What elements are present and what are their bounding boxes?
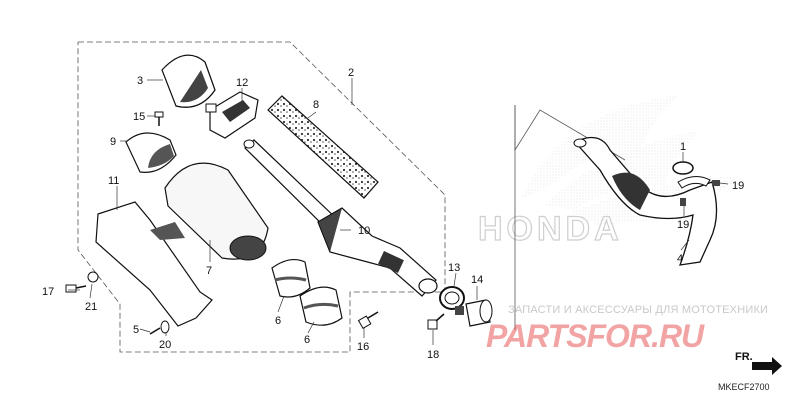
o-ring-part xyxy=(672,161,694,175)
gasket-part xyxy=(465,299,493,327)
callout-8: 8 xyxy=(313,99,319,111)
callout-4: 4 xyxy=(677,253,683,265)
assembly-group-outline xyxy=(77,41,446,353)
header-pipe-part xyxy=(573,136,718,266)
header-band-part xyxy=(677,176,711,189)
callout-11: 11 xyxy=(108,175,119,187)
cap-packing-part xyxy=(125,132,177,173)
callout-13: 13 xyxy=(448,262,460,274)
callout-1: 1 xyxy=(680,141,686,153)
bolt-15-part xyxy=(154,111,164,126)
callout-3: 3 xyxy=(137,75,143,87)
callout-16: 16 xyxy=(357,341,369,353)
callout-9: 9 xyxy=(110,136,116,148)
half-clamp-upper-part xyxy=(271,258,311,298)
half-clamp-lower-part xyxy=(299,286,343,326)
band-clamp-part xyxy=(439,286,465,315)
callout-14: 14 xyxy=(471,274,483,286)
honda-brand-watermark: HONDA xyxy=(478,210,623,248)
callout-21: 21 xyxy=(85,301,97,313)
callout-19-lower: 19 xyxy=(677,219,689,231)
front-direction-marker: FR. xyxy=(735,351,782,375)
watermark-tagline: ЗАПАСТИ И АКСЕССУАРЫ ДЛЯ МОТОТЕХНИКИ xyxy=(508,304,769,316)
muffler-body-part xyxy=(317,207,438,297)
callout-18: 18 xyxy=(427,349,439,361)
heat-guard-part xyxy=(95,201,213,327)
watermark-site-name: PARTSFOR.RU xyxy=(486,318,704,354)
callout-10: 10 xyxy=(358,225,370,237)
bolt-17-part xyxy=(65,284,87,293)
front-arrow-icon xyxy=(752,357,782,375)
bolt-16-part xyxy=(357,311,379,330)
callout-20: 20 xyxy=(159,339,171,351)
callout-2: 2 xyxy=(348,67,354,79)
screw-5-part xyxy=(149,327,161,335)
bolt-19-upper-part xyxy=(712,180,720,186)
washer-21-part xyxy=(87,271,99,283)
callout-17: 17 xyxy=(42,286,54,298)
leader-lines xyxy=(68,78,729,345)
bolt-18-part xyxy=(427,313,445,330)
inner-end-plate-part xyxy=(205,91,259,139)
callout-12: 12 xyxy=(236,77,248,89)
grommet-20-part xyxy=(160,320,170,334)
front-direction-label: FR. xyxy=(735,351,753,363)
callout-7: 7 xyxy=(206,265,212,277)
callout-19-upper: 19 xyxy=(732,180,744,192)
bolt-19-lower-part xyxy=(680,198,686,206)
callout-15: 15 xyxy=(133,111,145,123)
end-cap-part xyxy=(161,54,216,108)
callout-6-upper: 6 xyxy=(275,315,281,327)
callout-5: 5 xyxy=(133,324,139,336)
callout-6-lower: 6 xyxy=(304,334,310,346)
diagram-code: MKECF2700 xyxy=(718,382,770,392)
silencer-outer-part xyxy=(164,162,269,261)
packing-sleeve-part xyxy=(267,95,379,199)
